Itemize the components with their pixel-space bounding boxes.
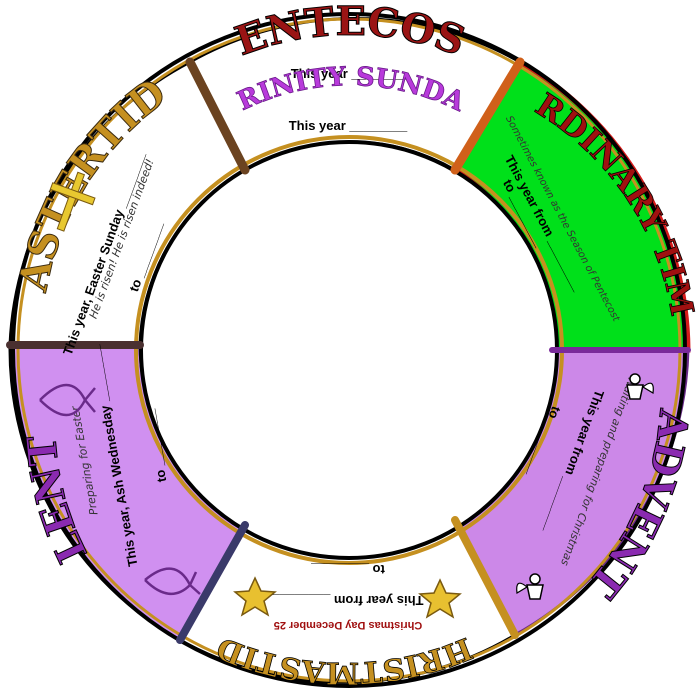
christmastide-from: This year from ________ <box>272 593 424 608</box>
christmastide-note: Christmas Day December 25 <box>274 619 423 631</box>
fish-icon <box>144 567 201 595</box>
segment-dividers <box>6 57 691 644</box>
pentecost-this-year: This year ________ <box>291 66 410 81</box>
inner-circle <box>139 140 559 560</box>
cross-icon <box>49 171 96 232</box>
angel-icon <box>626 373 654 400</box>
star-icon <box>418 578 462 619</box>
trinity-this-year: This year ________ <box>289 118 408 133</box>
fish-icon <box>39 383 96 417</box>
star-icon <box>233 576 277 617</box>
christmastide-to: to ________ <box>310 562 384 577</box>
angel-icon <box>516 573 544 600</box>
